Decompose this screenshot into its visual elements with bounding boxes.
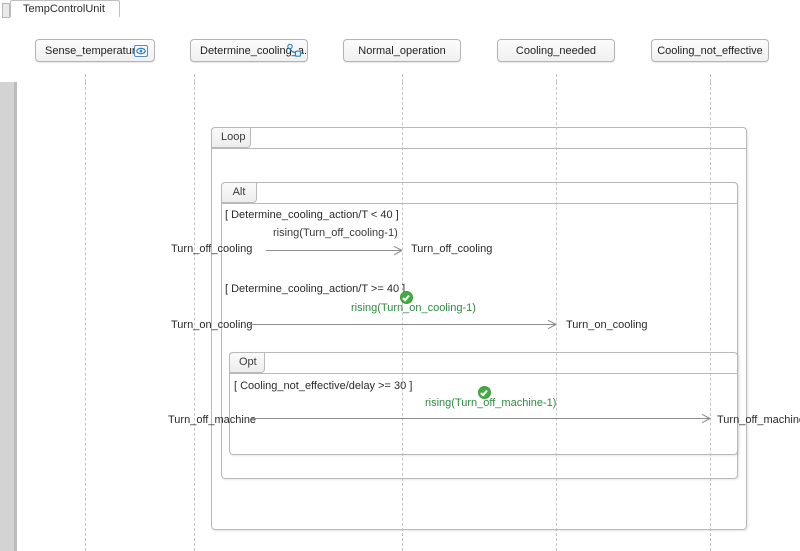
lifeline-dash-normal-operation [402, 82, 403, 551]
validation-check-icon-2 [400, 291, 413, 304]
fragment-opt-tab[interactable]: Opt [229, 352, 265, 373]
fragment-opt[interactable]: Opt [229, 352, 738, 455]
lifeline-box-normal-operation[interactable]: Normal_operation [343, 39, 461, 62]
tab-label: TempControlUnit [23, 3, 105, 15]
canvas-gutter[interactable] [0, 82, 17, 551]
lifeline-head-dash-0 [85, 74, 86, 82]
diagram-canvas[interactable]: Loop Alt Opt [ Determine_cooling_action/… [0, 82, 800, 551]
message-label-3: rising(Turn_off_machine-1) [425, 397, 557, 409]
lifeline-head-dash-3 [556, 74, 557, 82]
lifeline-head-dash-2 [402, 74, 403, 82]
fragment-loop-tabline [211, 148, 747, 149]
fragment-alt-tab[interactable]: Alt [221, 182, 257, 203]
tab-bar-grip[interactable] [2, 3, 10, 18]
canvas-gutter-divider [14, 82, 17, 551]
fragment-alt[interactable]: Alt [221, 182, 738, 479]
message-source-label-2: Turn_on_cooling [171, 319, 253, 331]
fragment-loop-tab[interactable]: Loop [211, 127, 251, 148]
lifeline-head-dash-1 [194, 74, 195, 82]
lifeline-dash-cooling-not-effective [710, 82, 711, 551]
message-target-label-3: Turn_off_machine [717, 414, 800, 426]
lifeline-label-4: Cooling_not_effective [657, 44, 763, 57]
tab-bar: TempControlUnit [0, 0, 800, 20]
fragment-alt-tabline [221, 203, 738, 204]
fragment-opt-tabline [229, 373, 738, 374]
fragment-loop[interactable]: Loop [211, 127, 747, 530]
message-target-label-1: Turn_off_cooling [411, 243, 493, 255]
tab-tempcontrolunit[interactable]: TempControlUnit [10, 0, 120, 18]
message-line-1[interactable] [266, 250, 402, 251]
lifeline-label-1: Determine_cooling_a... [200, 44, 308, 57]
message-line-3[interactable] [252, 418, 710, 419]
lifeline-head-dash-4 [710, 74, 711, 82]
guard-condition-3: [ Cooling_not_effective/delay >= 30 ] [234, 380, 413, 392]
sync-view-icon [133, 43, 149, 59]
lifeline-box-determine-cooling-action[interactable]: Determine_cooling_a... [190, 39, 308, 62]
fragment-loop-label: Loop [221, 131, 246, 143]
validation-check-icon-3 [478, 386, 491, 399]
lifeline-label-0: Sense_temperature [45, 44, 142, 57]
message-source-label-1: Turn_off_cooling [171, 243, 253, 255]
lifeline-box-sense-temperature[interactable]: Sense_temperature [35, 39, 155, 62]
lifeline-header-band: Sense_temperature Determine_cooling_a... [0, 19, 800, 83]
fragment-alt-label: Alt [232, 186, 246, 198]
lifeline-label-3: Cooling_needed [515, 44, 597, 57]
message-source-label-3: Turn_off_machine [168, 414, 257, 426]
guard-condition-1: [ Determine_cooling_action/T < 40 ] [225, 209, 399, 221]
lifeline-dash-cooling-needed [556, 82, 557, 551]
lifeline-label-2: Normal_operation [358, 44, 446, 57]
fragment-opt-label: Opt [239, 356, 257, 368]
message-target-label-2: Turn_on_cooling [566, 319, 648, 331]
lifeline-box-cooling-needed[interactable]: Cooling_needed [497, 39, 615, 62]
message-label-1: rising(Turn_off_cooling-1) [273, 227, 398, 239]
guard-condition-2: [ Determine_cooling_action/T >= 40 ] [225, 283, 406, 295]
lifeline-dash-determine-cooling-action [194, 82, 195, 551]
lifeline-box-cooling-not-effective[interactable]: Cooling_not_effective [651, 39, 769, 62]
message-label-2: rising(Turn_on_cooling-1) [351, 302, 476, 314]
lifeline-dash-sense-temperature [85, 82, 86, 551]
link-node-icon [286, 43, 302, 59]
message-line-2[interactable] [249, 324, 556, 325]
